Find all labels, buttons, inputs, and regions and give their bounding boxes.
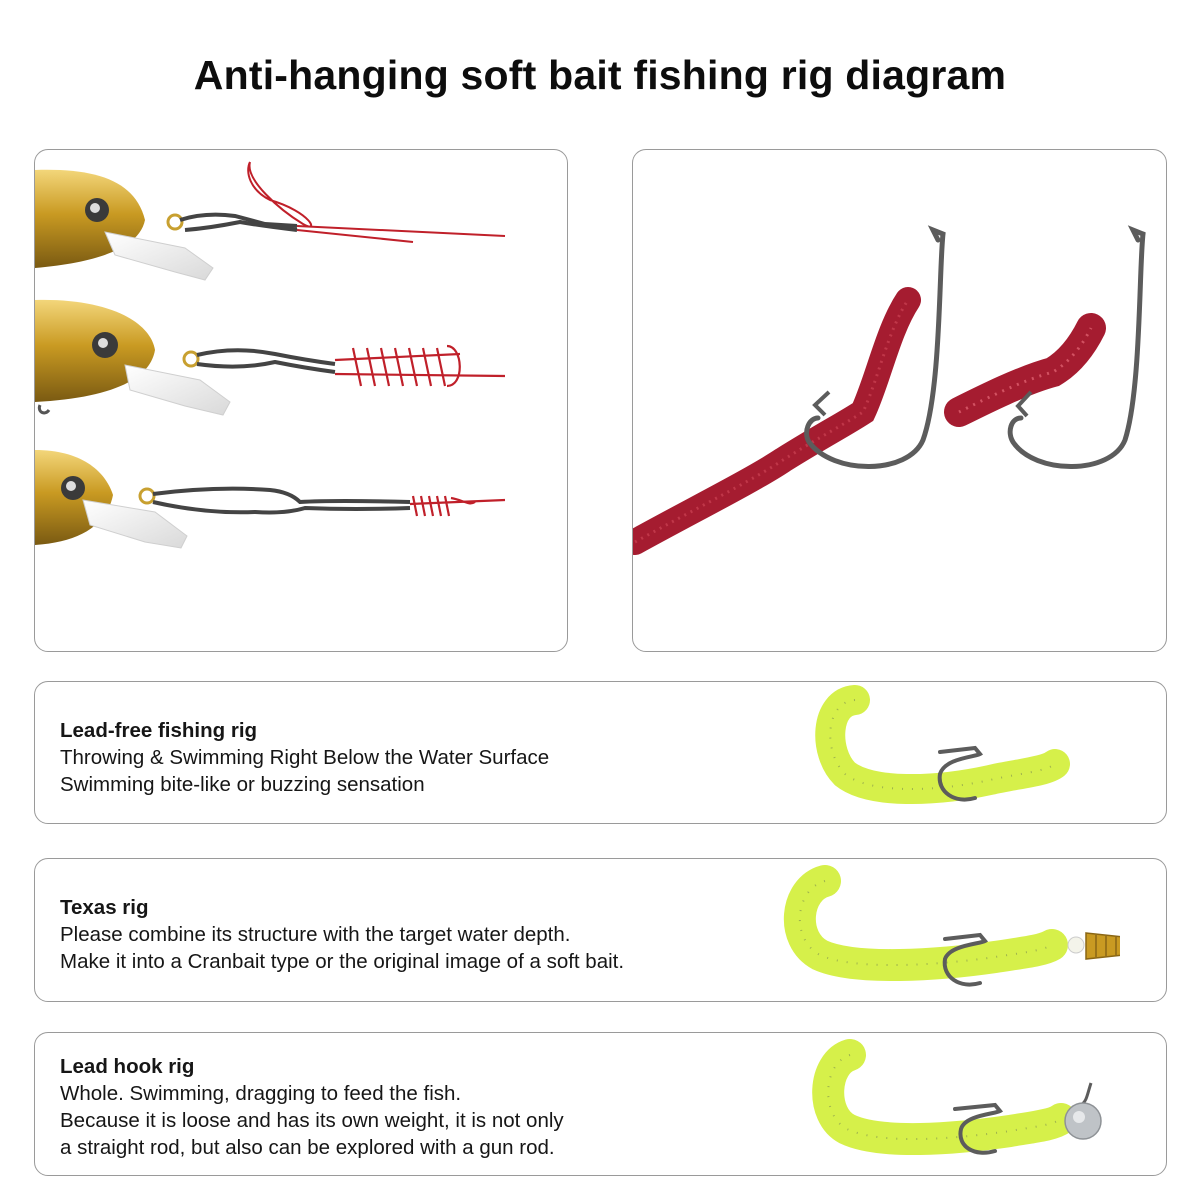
hook-2 xyxy=(1007,225,1146,469)
crankbait-lure-1 xyxy=(35,161,506,281)
rig-description: Texas rig Please combine its structure w… xyxy=(60,894,624,975)
rig-description: Lead hook rig Whole. Swimming, dragging … xyxy=(60,1053,564,1161)
rig-heading: Lead hook rig xyxy=(60,1055,195,1078)
rig-line: a straight rod, but also can be explored… xyxy=(60,1136,555,1159)
page-title: Anti-hanging soft bait fishing rig diagr… xyxy=(193,52,1007,98)
rig-card-texas: Texas rig Please combine its structure w… xyxy=(34,858,1167,1002)
crankbait-knots-illustration xyxy=(35,161,506,549)
crankbait-lure-2 xyxy=(35,299,506,416)
rig-heading: Lead-free fishing rig xyxy=(60,719,258,742)
rig-line: Whole. Swimming, dragging to feed the fi… xyxy=(60,1082,462,1105)
green-grub-lead-free-illustration xyxy=(815,685,1070,805)
rig-line: Because it is loose and has its own weig… xyxy=(60,1109,564,1132)
worm-on-hook-illustration xyxy=(633,225,1146,555)
knot-illustration-panel xyxy=(34,149,568,652)
rig-line: Swimming bite-like or buzzing sensation xyxy=(60,773,425,796)
red-worm-long xyxy=(633,287,921,555)
hook-1 xyxy=(804,225,946,469)
rig-card-lead-free: Lead-free fishing rig Throwing & Swimmin… xyxy=(34,681,1167,824)
crankbait-lure-3 xyxy=(35,450,506,549)
rig-line: Please combine its structure with the ta… xyxy=(60,923,571,946)
worm-hook-panel xyxy=(632,149,1167,652)
rig-line: Throwing & Swimming Right Below the Wate… xyxy=(60,746,550,769)
green-grub-texas-illustration xyxy=(783,865,1120,987)
rig-card-lead-hook: Lead hook rig Whole. Swimming, dragging … xyxy=(34,1032,1167,1176)
rig-line: Make it into a Cranbait type or the orig… xyxy=(60,950,625,973)
rig-heading: Texas rig xyxy=(60,896,149,919)
green-grub-lead-hook-illustration xyxy=(812,1039,1102,1156)
rig-description: Lead-free fishing rig Throwing & Swimmin… xyxy=(60,717,549,798)
